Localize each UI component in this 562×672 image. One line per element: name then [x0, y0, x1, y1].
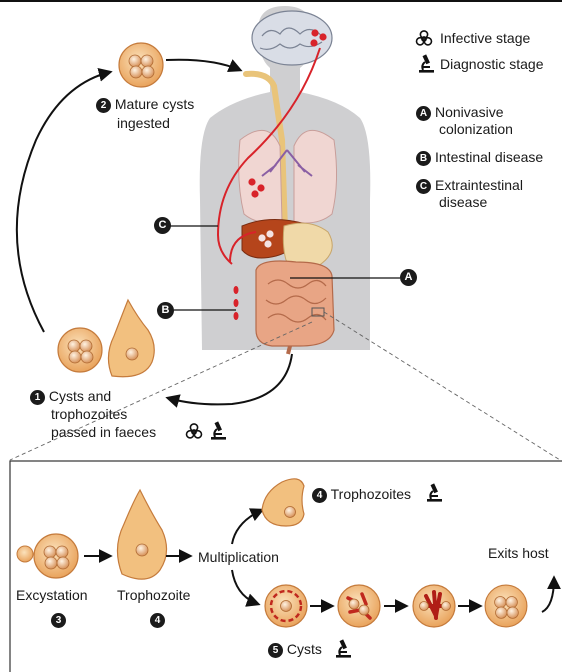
legend-microscope-icon	[419, 54, 434, 72]
arrow-excretion	[168, 354, 292, 404]
passed-text-3: passed in faeces	[51, 424, 156, 441]
legend-a-text-2: colonization	[439, 121, 513, 138]
legend-a-badge: A	[416, 106, 431, 121]
cysts-text: Cysts	[287, 641, 322, 657]
brain	[252, 11, 332, 65]
step-2-badge: 2	[96, 98, 111, 113]
legend-infective: Infective stage	[440, 30, 530, 47]
mature-cysts-text-2: ingested	[117, 115, 170, 132]
biohazard-icon	[187, 424, 202, 438]
legend-c-text-1: Extraintestinal	[435, 177, 523, 193]
trophozoites-label: 4 Trophozoites	[312, 486, 411, 503]
faeces-trophozoite	[108, 300, 154, 377]
mature-cysts-label: 2 Mature cysts	[96, 96, 194, 113]
marker-c: C	[154, 217, 171, 234]
legend-a-text-1: Nonivasive	[435, 104, 503, 120]
mature-cysts-text-1: Mature cysts	[115, 96, 194, 112]
cyst-stage-4	[485, 585, 527, 627]
legend-biohazard-icon	[417, 31, 432, 45]
passed-text-2: trophozoites	[51, 406, 127, 423]
legend-c-badge: C	[416, 179, 431, 194]
legend-c: C Extraintestinal	[416, 177, 523, 194]
excystation-cyst	[17, 534, 78, 578]
step-4-trophozoites-badge: 4	[312, 488, 327, 503]
legend-diagnostic: Diagnostic stage	[440, 56, 544, 73]
faeces-cyst	[58, 328, 102, 372]
step-1-badge: 1	[30, 390, 45, 405]
step-5-badge: 5	[268, 643, 283, 658]
arrow-to-cysts	[232, 570, 258, 604]
legend-c-text-2: disease	[439, 194, 487, 211]
trophozoites-microscope-icon	[427, 483, 442, 501]
cyst-stage-1	[265, 585, 307, 627]
passed-label: 1 Cysts and	[30, 388, 111, 405]
legend-b-badge: B	[416, 151, 431, 166]
trophozoite-cell	[117, 490, 166, 579]
arrow-to-trophozoites	[232, 510, 262, 544]
legend-b-text: Intestinal disease	[435, 149, 543, 165]
cysts-label: 5 Cysts	[268, 641, 322, 658]
mature-cyst	[119, 43, 163, 87]
arrow-ingestion	[166, 60, 240, 70]
step-4-trophozoite-badge: 4	[150, 613, 165, 628]
marker-b: B	[157, 302, 174, 319]
cyst-stage-3	[413, 585, 455, 627]
arrow-exits-host	[542, 578, 554, 612]
trophozoites-text: Trophozoites	[331, 486, 411, 502]
microscope-icon	[211, 421, 226, 439]
legend-b: B Intestinal disease	[416, 149, 543, 166]
cysts-microscope-icon	[336, 639, 351, 657]
legend-a: A Nonivasive	[416, 104, 503, 121]
multiplication-label: Multiplication	[198, 549, 279, 566]
exits-host-label: Exits host	[488, 545, 549, 562]
cyst-stage-2	[338, 585, 380, 627]
step-3-badge: 3	[51, 613, 66, 628]
passed-text-1: Cysts and	[49, 388, 111, 404]
trophozoite-label: Trophozoite	[117, 587, 190, 604]
trophozoites-cell	[262, 479, 304, 526]
excystation-label: Excystation	[16, 587, 88, 604]
marker-a: A	[400, 269, 417, 286]
